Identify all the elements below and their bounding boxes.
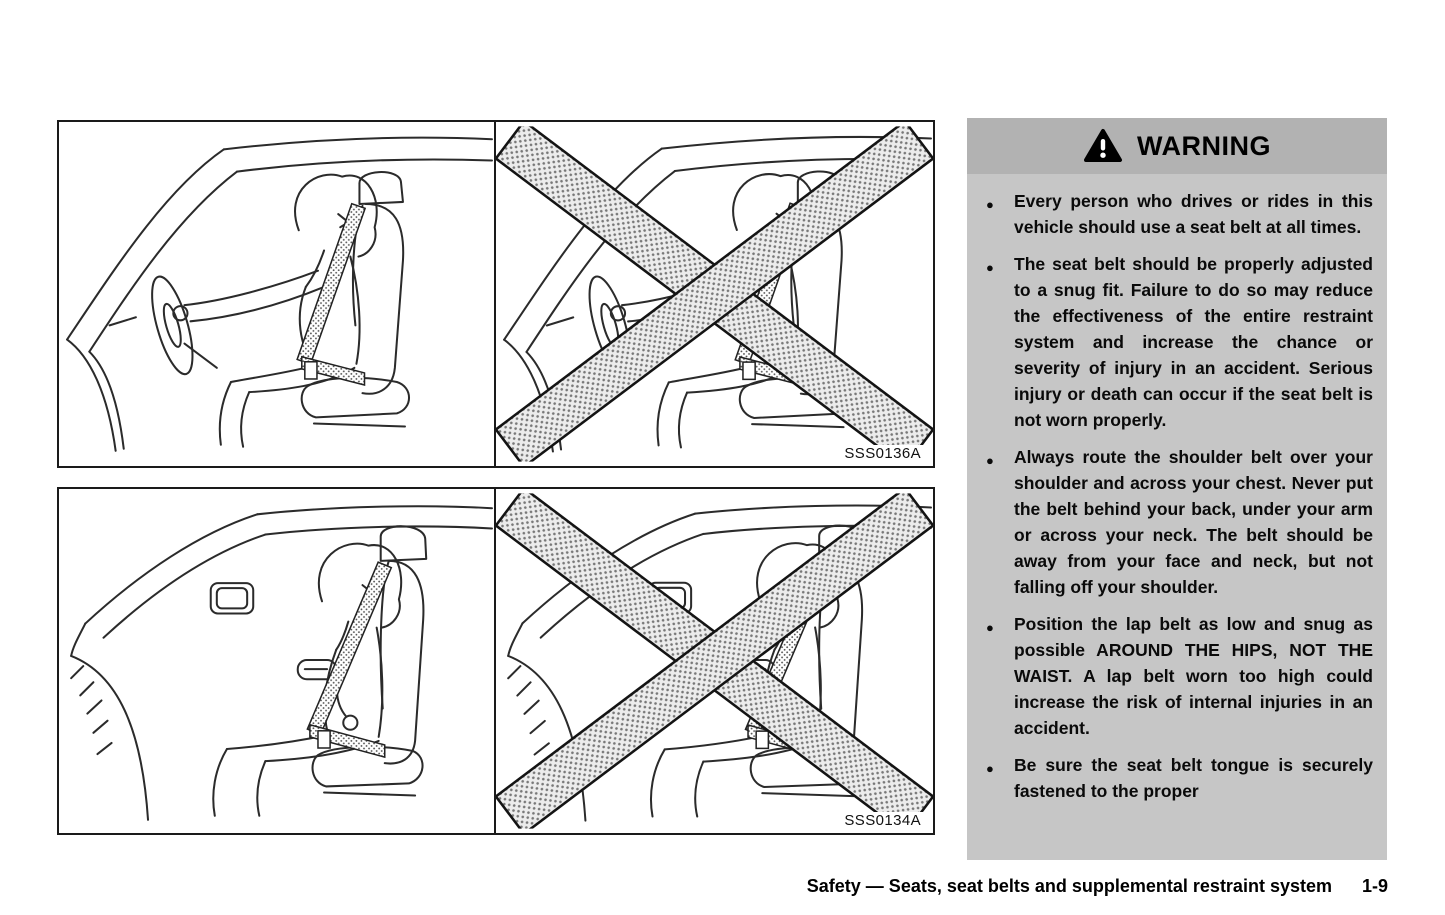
driver-seatbelt-incorrect-drawing — [496, 122, 933, 466]
warning-bullet: The seat belt should be properly adjuste… — [983, 251, 1373, 433]
prohibition-x-overlay — [496, 122, 933, 466]
page-number: 1-9 — [1361, 876, 1388, 896]
figure-seatbelt-front: SSS0136A — [57, 120, 935, 468]
passenger-seatbelt-incorrect-drawing — [496, 489, 933, 833]
warning-title: WARNING — [1137, 130, 1271, 161]
figure-code-label: SSS0134A — [842, 812, 923, 829]
footer-section-title: Safety — Seats, seat belts and supplemen… — [806, 876, 1332, 896]
warning-body: Every person who drives or rides in this… — [967, 174, 1387, 804]
passenger-seatbelt-correct-drawing — [59, 489, 494, 833]
illustration-driver-belt-correct — [59, 122, 496, 466]
warning-bullet: Always route the shoulder belt over your… — [983, 444, 1373, 600]
warning-list: Every person who drives or rides in this… — [983, 188, 1373, 804]
illustration-driver-belt-incorrect: SSS0136A — [496, 122, 933, 466]
illustration-passenger-belt-correct — [59, 489, 496, 833]
warning-bullet: Every person who drives or rides in this… — [983, 188, 1373, 240]
page-footer: Safety — Seats, seat belts and supplemen… — [807, 876, 1388, 897]
illustration-passenger-belt-incorrect: SSS0134A — [496, 489, 933, 833]
figure-code-label: SSS0136A — [842, 445, 923, 462]
warning-bullet: Position the lap belt as low and snug as… — [983, 611, 1373, 741]
figure-seatbelt-passenger: SSS0134A — [57, 487, 935, 835]
warning-triangle-icon — [1084, 129, 1122, 162]
driver-seatbelt-correct-drawing — [59, 122, 494, 466]
warning-header: WARNING — [967, 118, 1387, 174]
warning-bullet: Be sure the seat belt tongue is securely… — [983, 752, 1373, 804]
prohibition-x-overlay — [496, 489, 933, 833]
warning-panel: WARNING Every person who drives or rides… — [967, 118, 1387, 860]
